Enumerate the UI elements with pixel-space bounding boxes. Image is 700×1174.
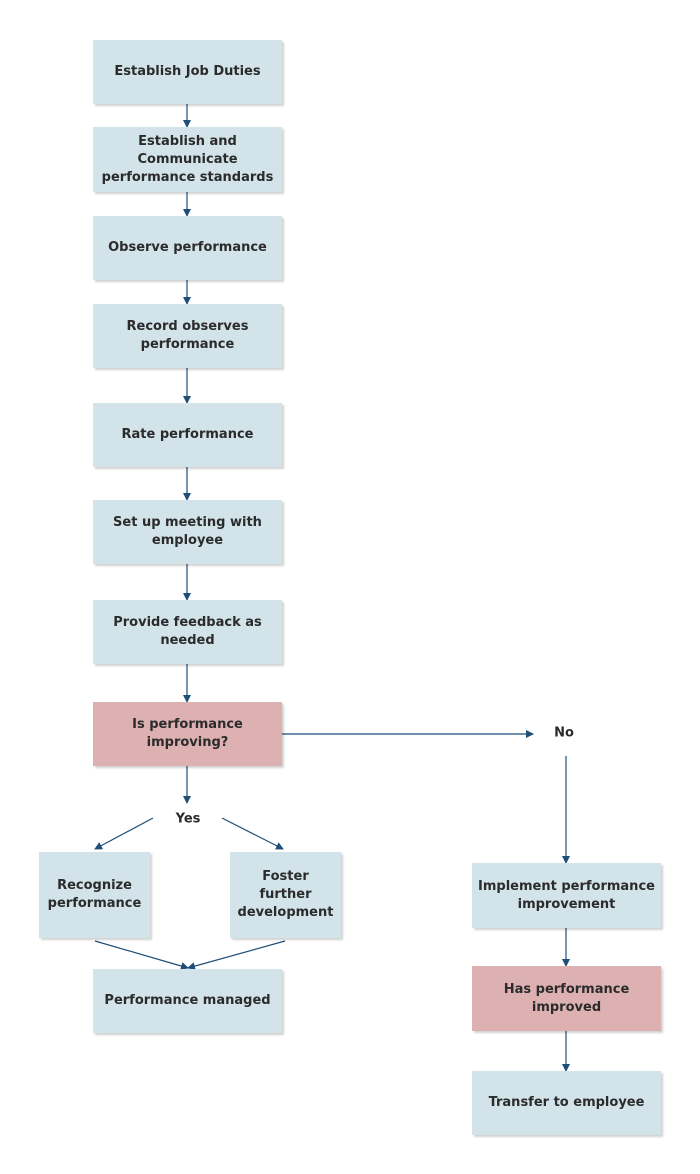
foster-development-box: Foster further development bbox=[230, 852, 341, 938]
establish-job-duties-box: Establish Job Duties bbox=[93, 40, 282, 104]
performance-managed-box: Performance managed bbox=[93, 969, 282, 1033]
recognize-performance-box: Recognize performance bbox=[39, 852, 150, 938]
implement-improvement-box: Implement performance improvement bbox=[472, 863, 661, 928]
observe-performance-box: Observe performance bbox=[93, 216, 282, 280]
yes-label: Yes bbox=[175, 811, 201, 827]
has-performance-improved-box: Has performance improved bbox=[472, 966, 661, 1031]
arrow-recognize-to-managed bbox=[94, 940, 189, 970]
set-up-meeting-box: Set up meeting with employee bbox=[93, 500, 282, 564]
no-label: No bbox=[554, 725, 574, 741]
communicate-standards-box: Establish and Communicate performance st… bbox=[93, 127, 282, 192]
record-observes-performance-box: Record observes performance bbox=[93, 304, 282, 368]
transfer-to-employee-box: Transfer to employee bbox=[472, 1071, 661, 1135]
arrow-foster-to-managed bbox=[187, 940, 286, 970]
is-performance-improving-box: Is performance improving? bbox=[93, 702, 282, 766]
rate-performance-box: Rate performance bbox=[93, 403, 282, 467]
provide-feedback-box: Provide feedback as needed bbox=[93, 600, 282, 664]
arrow-yes-to-recognize bbox=[94, 817, 154, 850]
arrow-yes-to-foster bbox=[221, 817, 284, 850]
